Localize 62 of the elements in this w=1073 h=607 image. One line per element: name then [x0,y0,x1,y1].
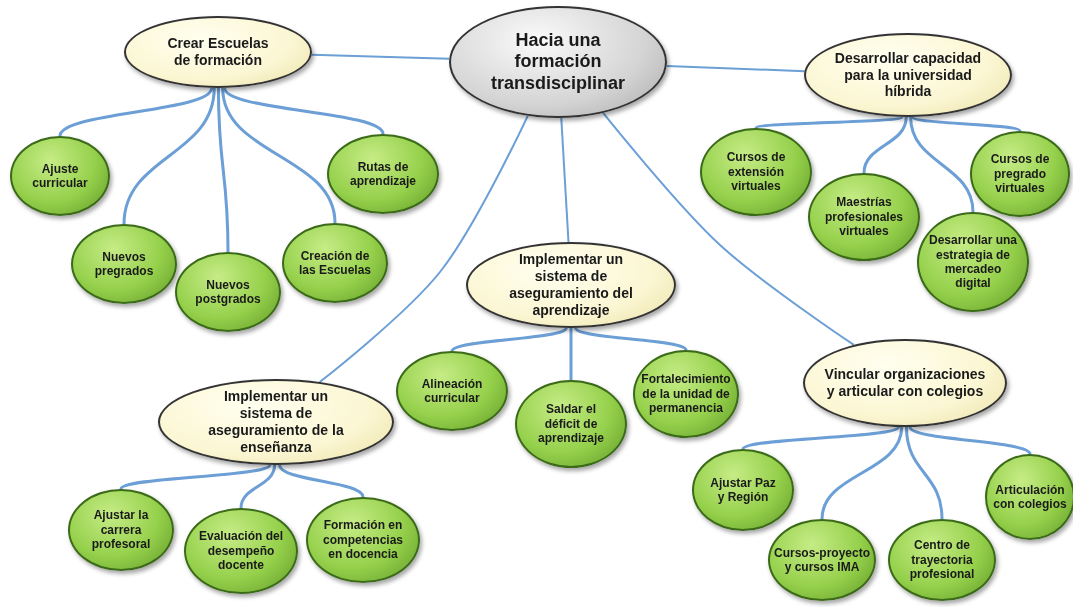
connector-line [862,116,908,174]
subtopic-ellipse [700,128,812,216]
topic-text: Vincular organizaciones y articular con colegios [823,366,987,400]
connector-line [450,327,568,352]
subtopic-ellipse [175,252,281,332]
topic-text: Implementar un sistema de aseguramiento de la enseñanza [207,388,345,456]
topic-text: Formación en competencias en docencia [321,518,404,562]
topic-text: Evaluación del desempeño docente [198,529,284,573]
topic-text: Maestrías profesionales virtuales [824,195,904,239]
topic-text: Implementar un sistema de aseguramiento del aprendizaje [508,251,634,319]
topic-text: Saldar el déficit de aprendizaje [537,402,605,446]
subtopic-ellipse [888,519,996,601]
topic-text: Articulación con colegios [992,482,1068,512]
connector-line [122,87,216,225]
connector-line [905,426,944,520]
connector-line [909,116,975,213]
subtopic-ellipse [808,173,920,261]
topic-text: Desarrollar capacidad para la universidad híbrida [833,49,983,101]
subtopic-ellipse [71,224,177,304]
topic-text: Cursos de pregrado virtuales [989,152,1051,196]
connector-line [278,464,365,498]
connector-line [755,115,903,130]
topic-text: Nuevos pregrados [93,249,155,279]
connector-line [742,425,900,451]
topic-text: Ajuste curricular [31,161,89,191]
connector-line [221,87,337,224]
topic-text: Creación de las Escuelas [297,248,373,278]
subtopic-ellipse [633,350,739,438]
topic-text: Alineación curricular [420,376,484,406]
connector-line [908,426,1032,455]
connector-line [569,328,573,380]
subtopic-ellipse [282,223,388,303]
subtopic-ellipse [985,454,1073,540]
topic-text: Hacia una formación transdisciplinar [489,29,626,95]
connector-line [239,464,277,509]
topic-text: Centro de trayectoria profesional [908,538,976,582]
topic-text: Rutas de aprendizaje [349,159,417,189]
connector-line [223,87,385,135]
connector-line [911,115,1021,133]
connector-line [665,65,806,73]
connector-line [820,426,904,520]
topic-text: Desarrollar una estrategia de mercadeo digital [928,233,1018,291]
topic-text: Cursos de extensión virtuales [725,150,787,194]
subtopic-ellipse [327,134,439,214]
connector-line [58,87,213,137]
topic-text: Ajustar la carrera profesoral [90,508,152,552]
connector-line [602,112,855,346]
connector-line [119,463,271,491]
connector-line [560,117,570,243]
topic-text: Cursos-proyecto y cursos IMA [773,545,871,575]
subtopic-ellipse [396,351,508,431]
subtopic-ellipse [970,131,1070,217]
topic-text: Nuevos postgrados [194,277,262,307]
topic-text: Crear Escuelas de formación [166,35,270,69]
connector-line [310,53,451,60]
subtopic-ellipse [917,212,1029,312]
topic-text: Ajustar Paz y Región [710,475,776,505]
connector-line [216,88,230,252]
subtopic-ellipse [768,519,876,601]
subtopic-ellipse [515,380,627,468]
topic-text: Fortalecimiento de la unidad de permanencia [640,372,732,416]
connector-line [574,327,688,351]
